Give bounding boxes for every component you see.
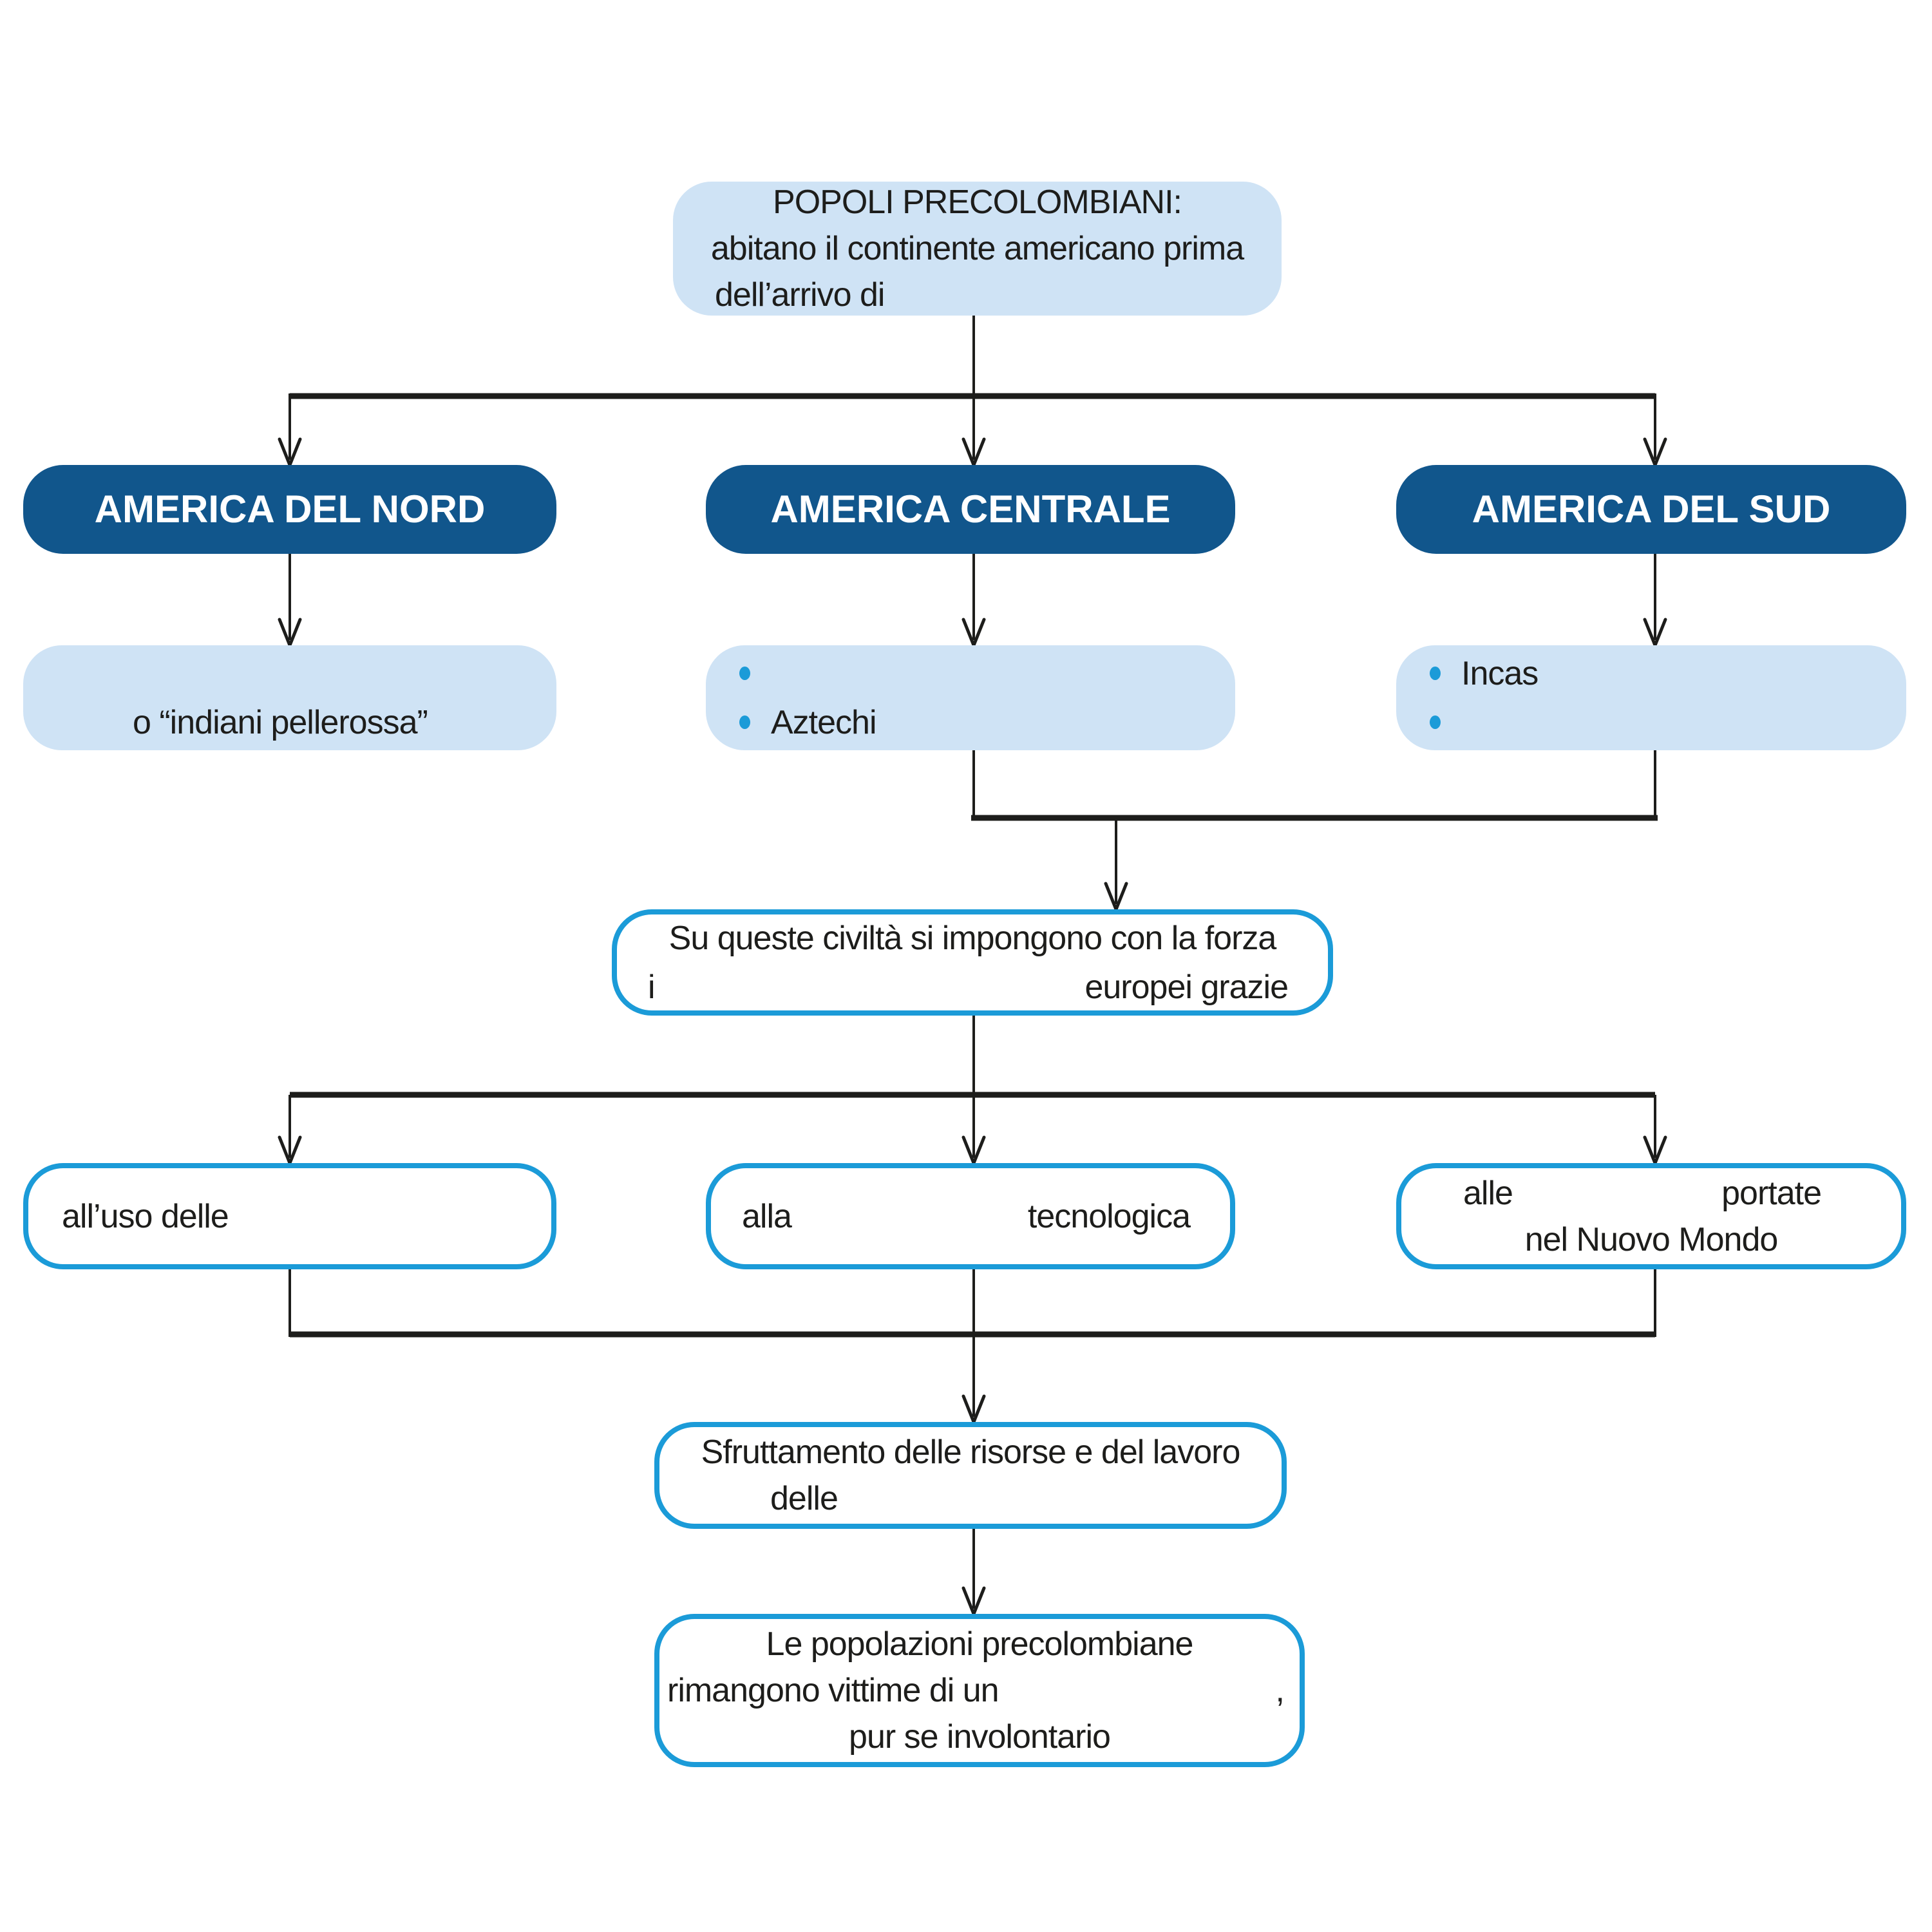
reason-left: alla [742, 1197, 792, 1235]
outcome-line2-comma: , [1275, 1672, 1285, 1709]
note-box-nord: o “indiani pellerossa” [23, 645, 556, 750]
bullet-text: Aztechi [771, 703, 877, 741]
root-line3-with-blank: dell’arrivo di [715, 276, 885, 314]
note-text: o “indiani pellerossa” [133, 703, 428, 741]
reason-box-weapons: all’uso delle [23, 1163, 556, 1269]
reason-right: tecnologica [1027, 1197, 1191, 1235]
root-box: POPOLI PRECOLOMBIANI: abitano il contine… [673, 182, 1282, 316]
conquest-box: Su queste civiltà si impongono con la fo… [612, 909, 1333, 1016]
bullet-row [1396, 698, 1906, 747]
reason-line1-left: alle [1463, 1174, 1513, 1212]
reason-line2: nel Nuovo Mondo [1524, 1220, 1779, 1258]
reason-text-with-blank: all’uso delle [62, 1197, 229, 1235]
note-blank-line [23, 649, 556, 698]
header-america-del-nord: AMERICA DEL NORD [23, 465, 556, 554]
bullet-icon [1430, 715, 1441, 729]
exploitation-box: Sfruttamento delle risorse e del lavoro … [654, 1422, 1287, 1529]
root-line2: abitano il continente americano prima [710, 230, 1244, 267]
conquest-line2-right: europei grazie [1084, 968, 1289, 1006]
exploitation-line2-with-blank: delle [770, 1480, 838, 1517]
header-label: AMERICA CENTRALE [770, 488, 1171, 531]
reason-line1-right: portate [1721, 1174, 1822, 1212]
outcome-line2-with-blank: rimangono vittime di un , [659, 1667, 1300, 1714]
outcome-line2-left: rimangono vittime di un [667, 1672, 999, 1709]
reason-line1-with-blank: alle portate [1401, 1170, 1901, 1217]
note-box-sud: Incas [1396, 645, 1906, 750]
header-america-del-sud: AMERICA DEL SUD [1396, 465, 1906, 554]
outcome-line1: Le popolazioni precolombiane [766, 1625, 1194, 1663]
reason-box-diseases: alle portate nel Nuovo Mondo [1396, 1163, 1906, 1269]
outcome-line3: pur se involontario [849, 1718, 1111, 1756]
connector-exploitation-to-outcome [961, 1529, 986, 1618]
conquest-line2-left: i [648, 968, 656, 1006]
header-label: AMERICA DEL SUD [1472, 488, 1831, 531]
bullet-row: Aztechi [706, 698, 1235, 747]
exploitation-line1: Sfruttamento delle risorse e del lavoro [701, 1434, 1241, 1471]
connector-conquest-to-reasons [278, 1016, 1667, 1168]
connector-headers-to-notes [278, 554, 1667, 650]
header-label: AMERICA DEL NORD [94, 488, 486, 531]
bullet-row: Incas [1396, 649, 1906, 698]
header-america-centrale: AMERICA CENTRALE [706, 465, 1235, 554]
reason-box-technology: alla tecnologica [706, 1163, 1235, 1269]
conquest-line2-with-blank: i europei grazie [617, 963, 1328, 1012]
conquest-line1: Su queste civiltà si impongono con la fo… [668, 919, 1277, 957]
connector-notes-to-conquest [971, 750, 1658, 914]
outcome-box: Le popolazioni precolombiane rimangono v… [654, 1614, 1305, 1767]
bullet-icon [1430, 667, 1441, 680]
bullet-text: Incas [1461, 654, 1539, 692]
note-box-centrale: Aztechi [706, 645, 1235, 750]
bullet-row [706, 649, 1235, 698]
connector-reasons-to-exploitation [289, 1269, 1656, 1426]
bullet-icon [739, 667, 750, 680]
bullet-icon [739, 715, 750, 729]
connector-root-to-headers [278, 311, 1667, 469]
root-title: POPOLI PRECOLOMBIANI: [773, 184, 1182, 221]
reason-line-with-blank: alla tecnologica [711, 1193, 1230, 1240]
